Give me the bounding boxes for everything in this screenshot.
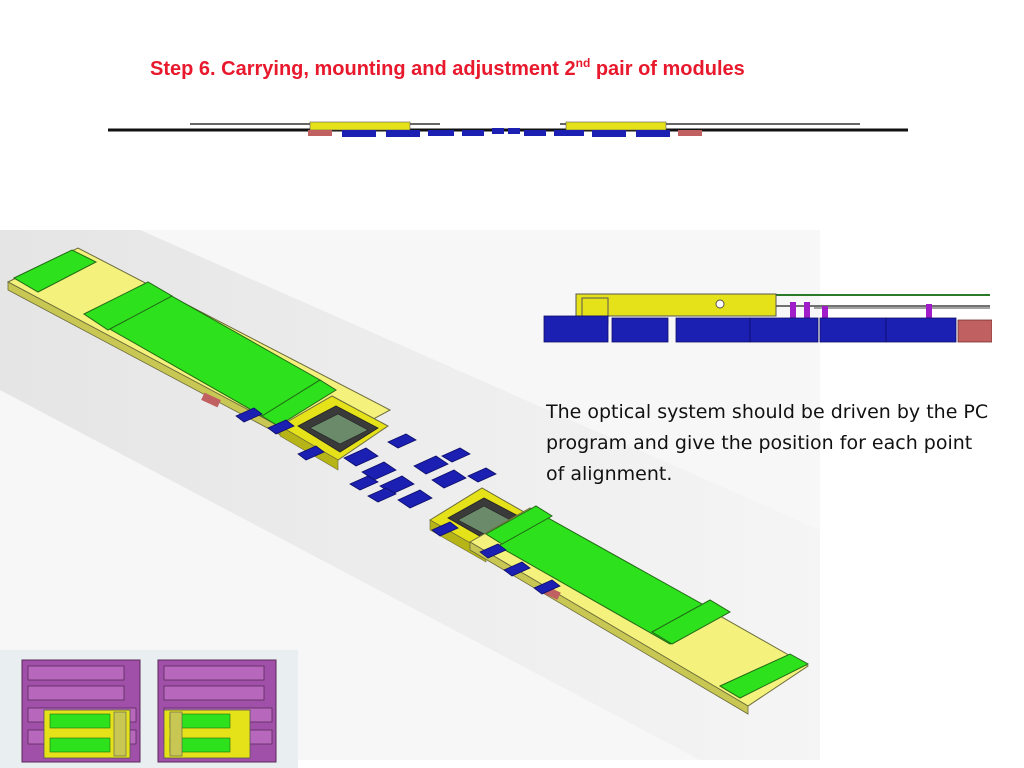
side-closeup-view: [543, 293, 992, 343]
lower-beam: [469, 505, 810, 715]
title-superscript: nd: [575, 56, 591, 70]
title-tail: pair of modules: [590, 58, 745, 80]
module-panel-right: [150, 650, 298, 768]
slide-title: Step 6. Carrying, mounting and adjustmen…: [150, 56, 950, 81]
side-view-assembly: [108, 121, 908, 137]
title-main: Step 6. Carrying, mounting and adjustmen…: [150, 58, 576, 80]
center-blocks: [235, 407, 497, 509]
upper-mount: [201, 392, 389, 471]
module-panel-left: [0, 650, 150, 768]
lower-beam-blocks: [431, 521, 561, 595]
upper-beam: [6, 247, 392, 457]
alignment-description: The optical system should be driven by t…: [546, 401, 989, 485]
